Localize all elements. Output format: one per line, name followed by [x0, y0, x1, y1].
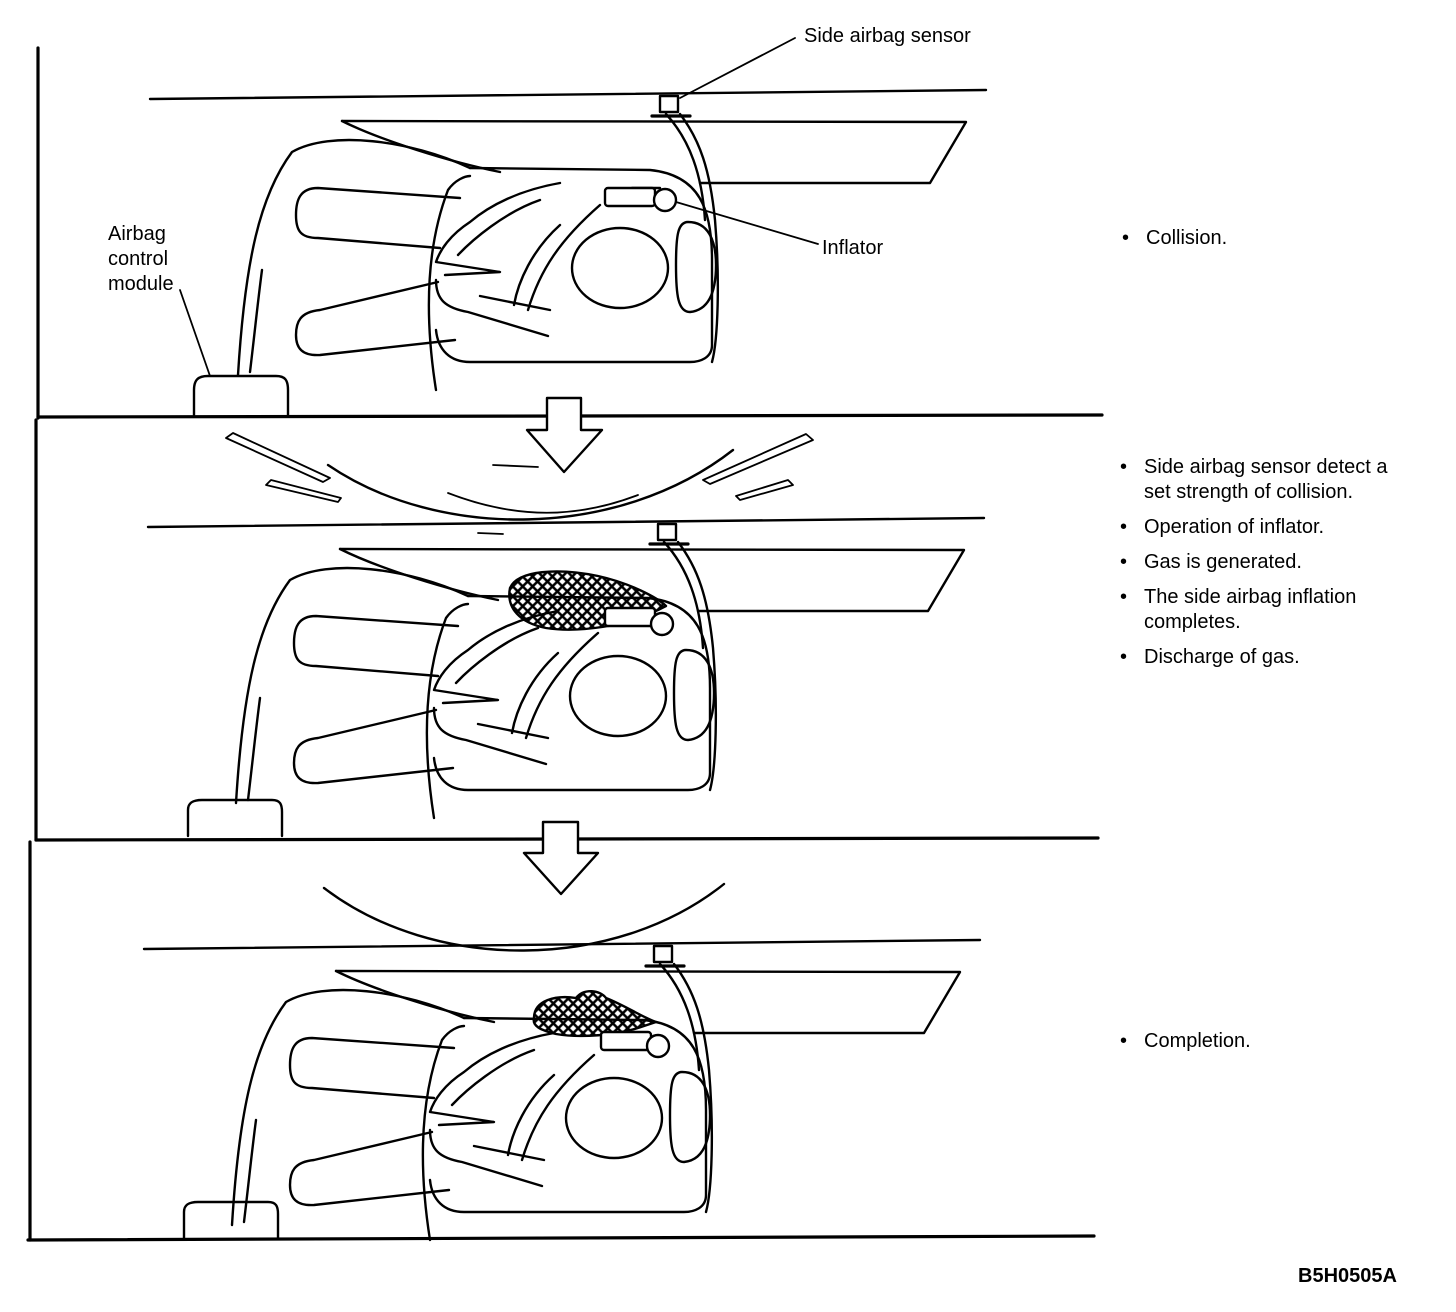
- panel-completion: [142, 882, 982, 1242]
- step-note: Collision.: [1120, 226, 1416, 251]
- inflator-icon: [603, 186, 657, 208]
- side-airbag-sensor-icon: [656, 522, 678, 542]
- step-3-notes: Completion.: [1118, 1029, 1414, 1064]
- step-note: Operation of inflator.: [1118, 515, 1414, 540]
- side-airbag-sensor-icon: [658, 94, 680, 114]
- airbag-control-module-icon: [192, 374, 290, 417]
- deflated-airbag-icon: [532, 990, 658, 1038]
- panel-bottom-rule: [26, 1234, 1096, 1242]
- down-arrow-icon: [522, 820, 600, 896]
- step-2-notes: Side airbag sensor detect a set strength…: [1118, 455, 1414, 680]
- acm-label-line-2: control: [108, 248, 169, 270]
- inflator-label: Inflator: [822, 237, 884, 259]
- side-airbag-sensor-icon: [652, 944, 674, 964]
- step-note: Discharge of gas.: [1118, 645, 1414, 670]
- step-1-notes: Collision.: [1120, 226, 1416, 261]
- side-airbag-sensor-label: Side airbag sensor: [804, 25, 971, 47]
- step-note: The side airbag inflation completes.: [1118, 585, 1414, 635]
- acm-label-line-3: module: [108, 273, 174, 295]
- airbag-control-module-label: Airbag control module: [108, 222, 174, 297]
- panel-inflation: [146, 432, 986, 838]
- figure-code: B5H0505A: [1298, 1265, 1397, 1287]
- step-note: Gas is generated.: [1118, 550, 1414, 575]
- panel-collision: [148, 37, 988, 417]
- inflator-icon: [599, 1030, 653, 1052]
- inflator-icon: [603, 606, 657, 628]
- down-arrow-icon: [525, 396, 604, 474]
- acm-label-line-1: Airbag: [108, 223, 166, 245]
- step-note: Side airbag sensor detect a set strength…: [1118, 455, 1414, 505]
- step-note: Completion.: [1118, 1029, 1414, 1054]
